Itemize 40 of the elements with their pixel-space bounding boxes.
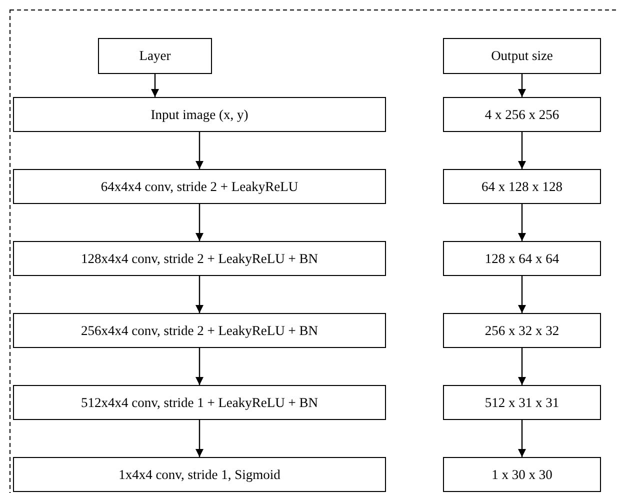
box-label: 128x4x4 conv, stride 2 + LeakyReLU + BN — [80, 250, 318, 266]
box-label: Layer — [139, 48, 171, 64]
box-label: 512 x 31 x 31 — [484, 394, 560, 410]
arrow — [196, 132, 204, 169]
arrow — [518, 74, 526, 97]
process-box — [13, 169, 386, 204]
arrow — [196, 276, 204, 313]
arrow — [518, 348, 526, 385]
box-label: 4 x 256 x 256 — [484, 106, 560, 122]
box-label: 256x4x4 conv, stride 2 + LeakyReLU + BN — [80, 322, 318, 338]
process-box — [443, 457, 601, 492]
arrow — [518, 132, 526, 169]
box-label: 64x4x4 conv, stride 2 + LeakyReLU — [100, 178, 298, 194]
box-label: 128 x 64 x 64 — [484, 250, 560, 266]
arrow — [518, 276, 526, 313]
process-box — [443, 313, 601, 348]
header-box — [98, 38, 212, 74]
process-box — [13, 313, 386, 348]
process-box — [443, 241, 601, 276]
box-label: Input image (x, y) — [150, 106, 248, 122]
box-label: 64 x 128 x 128 — [482, 178, 562, 194]
process-box — [13, 97, 386, 132]
process-box — [13, 457, 386, 492]
process-box — [443, 97, 601, 132]
process-box — [13, 241, 386, 276]
arrow — [196, 348, 204, 385]
box-label: 1x4x4 conv, stride 1, Sigmoid — [118, 466, 280, 482]
box-label: 512x4x4 conv, stride 1 + LeakyReLU + BN — [80, 394, 318, 410]
process-box — [443, 169, 601, 204]
box-label: Output size — [491, 48, 553, 64]
box-label: 256 x 32 x 32 — [484, 322, 560, 338]
arrow — [196, 204, 204, 241]
arrow — [518, 204, 526, 241]
arrow — [518, 420, 526, 457]
box-label: 1 x 30 x 30 — [492, 466, 552, 482]
header-box — [443, 38, 601, 74]
process-box — [13, 385, 386, 420]
arrow — [196, 420, 204, 457]
process-box — [443, 385, 601, 420]
arrow — [151, 74, 159, 97]
